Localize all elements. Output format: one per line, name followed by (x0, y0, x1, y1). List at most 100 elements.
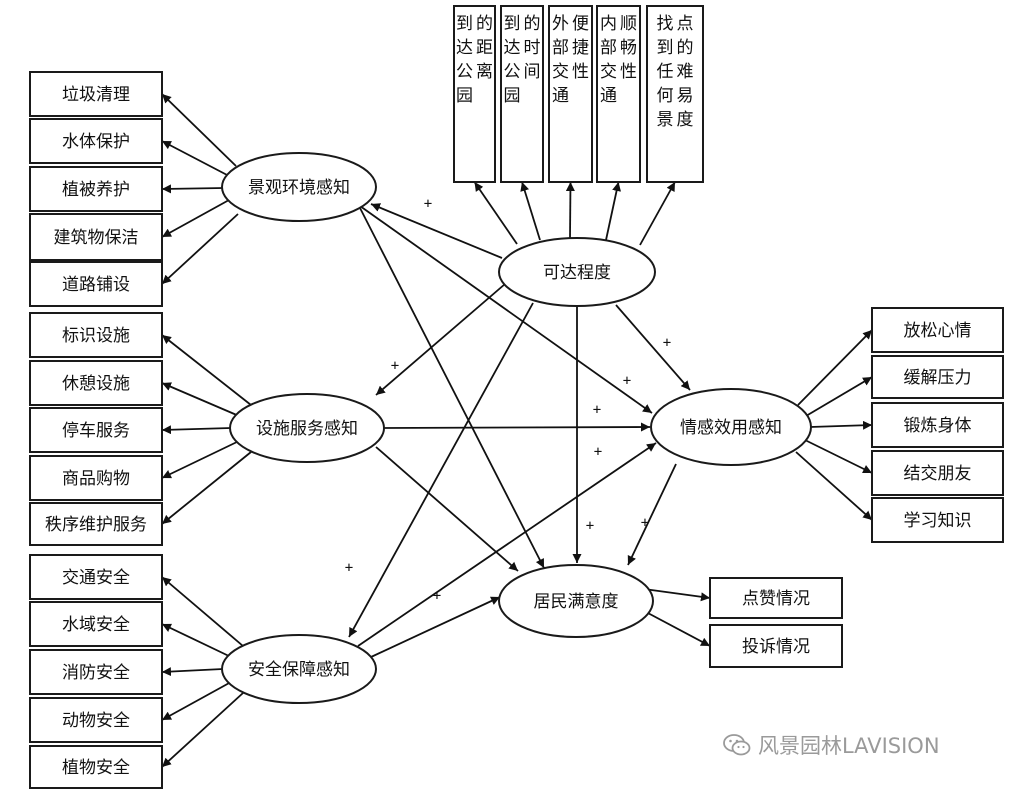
indicator-label-facility-2: 停车服务 (62, 421, 130, 441)
indicator-label-accessibility-3: 内部交通顺畅性 (600, 14, 637, 106)
indicator-arrow-landscape-2 (161, 184, 225, 194)
latent-label-satisfaction: 居民满意度 (534, 592, 619, 612)
path-safety-to-satisfaction (370, 596, 501, 658)
indicator-arrow-facility-4 (161, 451, 252, 525)
indicator-arrow-safety-0 (161, 576, 244, 647)
indicator-arrow-landscape-0 (161, 93, 237, 167)
indicator-box-accessibility-0 (453, 5, 496, 183)
indicator-arrow-facility-1 (161, 382, 240, 417)
indicator-arrow-accessibility-4 (639, 181, 676, 246)
path-facility-to-emotion (383, 422, 651, 432)
indicator-box-accessibility-3 (596, 5, 641, 183)
latent-label-facility: 设施服务感知 (256, 419, 358, 439)
indicator-label-satisfaction-1: 投诉情况 (742, 637, 810, 657)
indicator-arrow-facility-0 (161, 334, 252, 406)
indicator-label-landscape-1: 水体保护 (62, 132, 130, 152)
indicator-box-safety-1 (29, 601, 163, 647)
path-sign-landscape-to-emotion: + (623, 373, 631, 389)
latent-node-safety (221, 634, 377, 704)
indicator-box-facility-1 (29, 360, 163, 406)
indicator-arrow-accessibility-2 (565, 181, 575, 239)
indicator-arrow-accessibility-1 (520, 181, 541, 241)
indicator-label-accessibility-4: 找到任何景点的难易度 (657, 14, 694, 130)
indicator-label-emotion-0: 放松心情 (904, 321, 972, 341)
indicator-label-accessibility-2: 外部交通便捷性 (552, 14, 589, 106)
indicator-box-safety-0 (29, 554, 163, 600)
path-landscape-to-emotion (359, 205, 653, 414)
path-sign-accessibility-to-landscape: + (424, 196, 432, 212)
indicator-box-emotion-4 (871, 497, 1004, 543)
indicator-label-satisfaction-0: 点赞情况 (742, 589, 810, 609)
path-sign-safety-to-emotion: + (594, 444, 602, 460)
path-accessibility-to-facility (375, 283, 506, 396)
latent-node-satisfaction (498, 564, 654, 638)
indicator-label-emotion-4: 学习知识 (904, 511, 972, 531)
indicator-label-facility-3: 商品购物 (62, 469, 130, 489)
indicator-box-accessibility-4 (646, 5, 704, 183)
path-facility-to-satisfaction (375, 446, 519, 572)
path-sign-facility-to-emotion: + (593, 402, 601, 418)
indicator-box-landscape-1 (29, 118, 163, 164)
indicator-label-landscape-2: 植被养护 (62, 180, 130, 200)
latent-label-safety: 安全保障感知 (248, 660, 350, 680)
indicator-label-facility-1: 休憩设施 (62, 374, 130, 394)
wechat-icon (723, 734, 751, 756)
watermark-text: 风景园林LAVISION (758, 734, 940, 758)
latent-node-emotion (650, 388, 812, 466)
indicator-arrow-safety-3 (161, 681, 232, 721)
indicator-arrow-facility-2 (161, 425, 232, 435)
path-emotion-to-satisfaction (627, 463, 677, 566)
indicator-label-safety-0: 交通安全 (62, 568, 130, 588)
indicator-arrow-landscape-1 (161, 140, 230, 177)
path-sign-safety-to-satisfaction: + (433, 588, 441, 604)
indicator-arrow-satisfaction-0 (643, 588, 711, 602)
path-sign-accessibility-to-satisfaction: + (586, 518, 594, 534)
signs-layer: ++++++++++ (345, 196, 671, 604)
indicator-box-safety-4 (29, 745, 163, 789)
indicator-box-landscape-3 (29, 213, 163, 261)
indicator-arrow-facility-3 (161, 440, 240, 479)
indicator-arrow-landscape-4 (161, 213, 239, 285)
indicator-arrow-emotion-1 (805, 376, 873, 417)
indicator-box-facility-4 (29, 502, 163, 546)
indicator-box-accessibility-1 (500, 5, 544, 183)
indicator-label-emotion-1: 缓解压力 (904, 368, 972, 388)
path-sign-accessibility-to-facility: + (391, 358, 399, 374)
latent-label-emotion: 情感效用感知 (680, 418, 782, 438)
path-sign-emotion-to-satisfaction: + (641, 515, 649, 531)
indicator-arrow-safety-2 (161, 667, 224, 677)
indicator-label-facility-4: 秩序维护服务 (45, 515, 147, 535)
indicator-arrow-emotion-4 (795, 451, 873, 521)
indicator-box-safety-3 (29, 697, 163, 743)
indicator-arrow-emotion-2 (809, 420, 873, 430)
indicator-box-satisfaction-0 (709, 577, 843, 619)
indicator-box-safety-2 (29, 649, 163, 695)
indicator-box-landscape-0 (29, 71, 163, 117)
latent-label-landscape: 景观环境感知 (248, 178, 350, 198)
indicator-box-landscape-2 (29, 166, 163, 212)
nodes-layer: 垃圾清理水体保护植被养护建筑物保洁道路铺设标识设施休憩设施停车服务商品购物秩序维… (29, 5, 1004, 789)
latent-node-accessibility (498, 237, 656, 307)
indicator-label-facility-0: 标识设施 (62, 326, 130, 346)
path-safety-to-emotion (357, 442, 657, 647)
indicator-box-emotion-0 (871, 307, 1004, 353)
indicator-box-accessibility-2 (548, 5, 593, 183)
indicator-arrow-satisfaction-1 (645, 611, 711, 647)
indicator-arrow-safety-1 (161, 623, 232, 658)
path-sign-accessibility-to-emotion: + (663, 335, 671, 351)
indicator-label-landscape-0: 垃圾清理 (62, 85, 130, 105)
latent-node-facility (229, 393, 385, 463)
indicator-label-safety-3: 动物安全 (62, 711, 130, 731)
indicator-box-landscape-4 (29, 261, 163, 307)
watermark: 风景园林LAVISION (722, 728, 940, 762)
indicator-box-satisfaction-1 (709, 624, 843, 668)
indicator-box-emotion-3 (871, 450, 1004, 496)
path-landscape-to-satisfaction (359, 207, 545, 569)
indicator-label-accessibility-0: 到达公园的距离 (456, 14, 493, 106)
indicator-arrow-accessibility-3 (605, 181, 622, 241)
indicator-arrow-accessibility-0 (473, 181, 518, 245)
indicator-label-landscape-4: 道路铺设 (62, 275, 130, 295)
indicator-box-facility-2 (29, 407, 163, 453)
edges-layer (161, 93, 873, 768)
